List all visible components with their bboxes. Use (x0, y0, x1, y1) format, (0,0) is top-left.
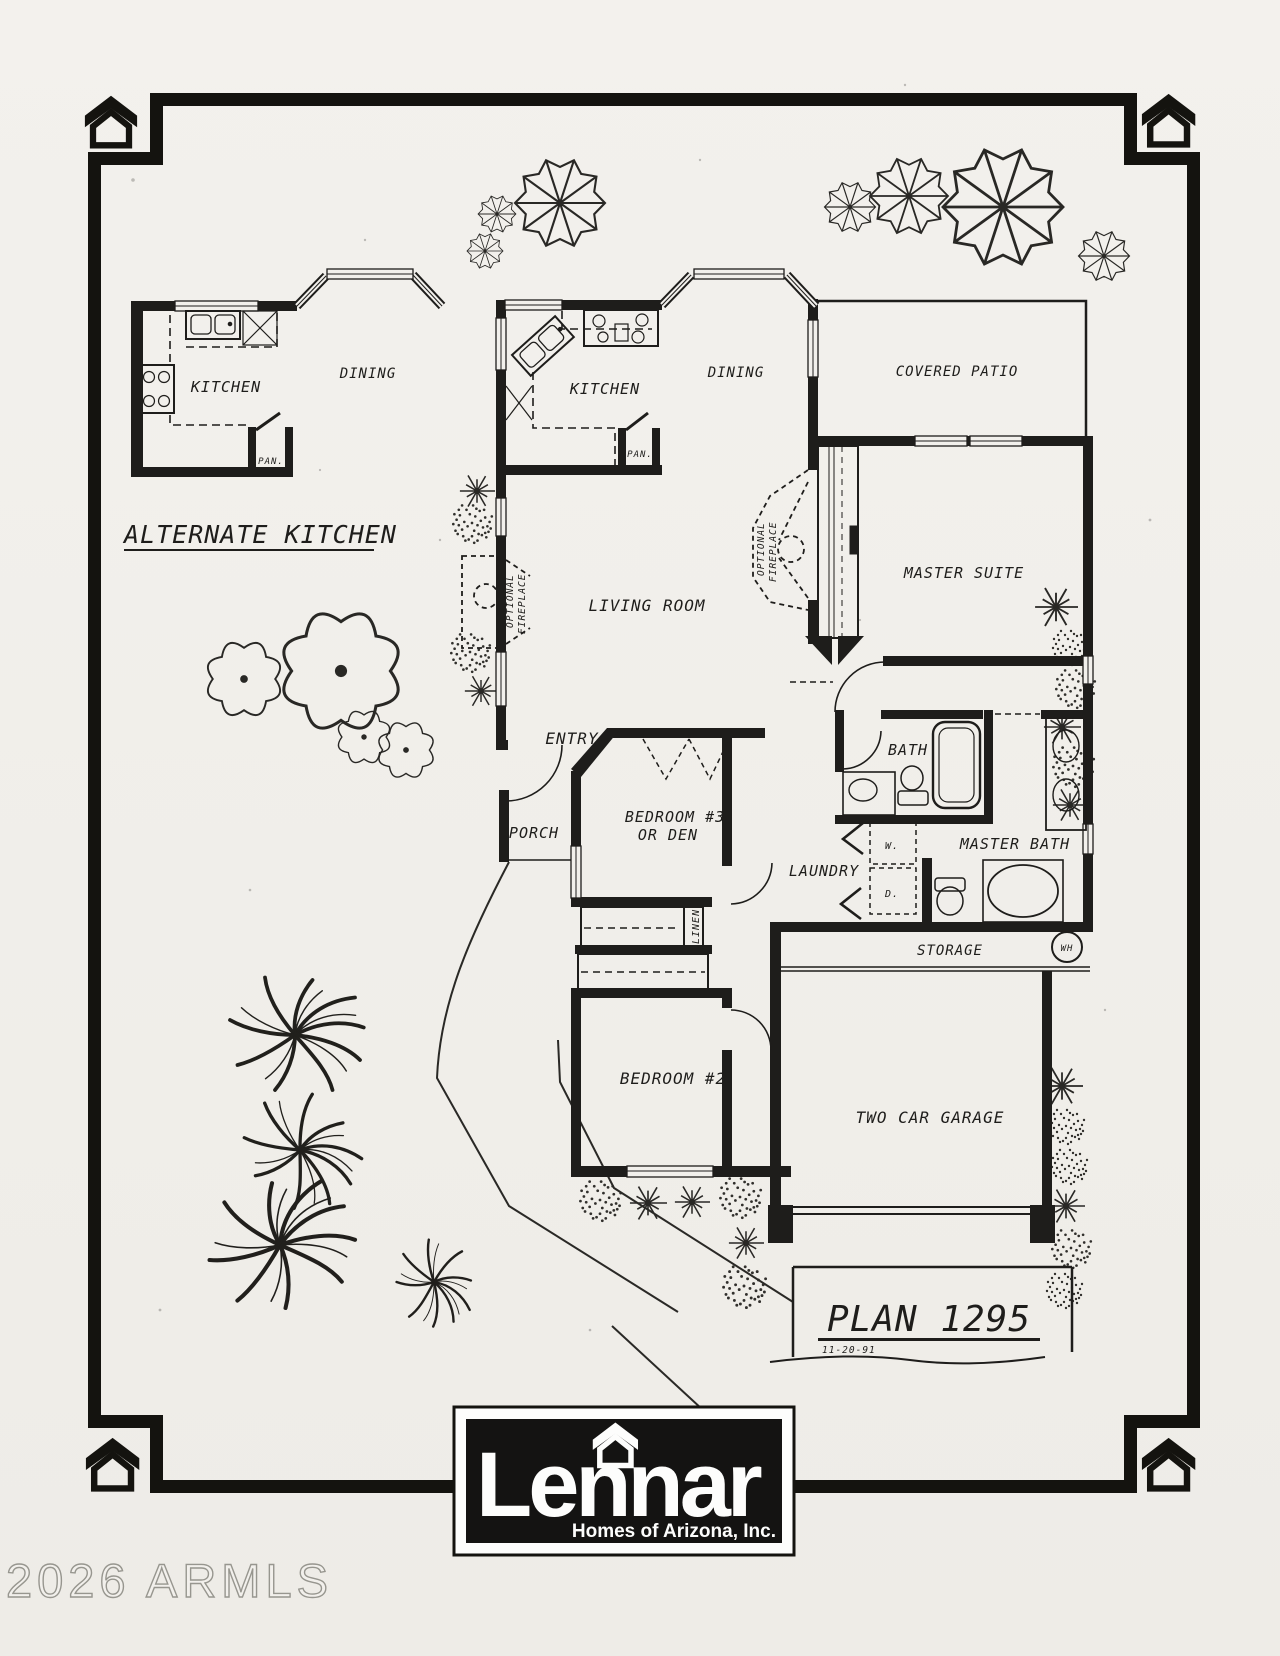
plan-number-underline (818, 1338, 1040, 1341)
logo-brand-text: Lennar (476, 1434, 762, 1536)
bedroom2-label: BEDROOM #2 (620, 1069, 726, 1088)
linen-label: LINEN (691, 909, 702, 944)
entry-label: ENTRY (545, 729, 599, 748)
bay-window (293, 271, 820, 310)
watermark-text: 2026 ARMLS (6, 1554, 333, 1607)
bath-label: BATH (888, 741, 928, 759)
covered-patio-outline (814, 299, 1088, 436)
covered-patio-label: COVERED PATIO (896, 364, 1019, 380)
washer-label: W. (885, 841, 899, 852)
plan-title-block: PLAN 1295 11-20-91 (769, 1265, 1074, 1365)
bifold-arrow-icon (838, 821, 864, 921)
laundry-fixtures (838, 821, 1083, 963)
dryer-label: D. (884, 889, 899, 900)
dishwasher-hatch (242, 310, 533, 421)
door-arc (255, 411, 886, 1051)
washer-box (869, 821, 917, 865)
bath-fixtures (842, 717, 1087, 923)
optional-fireplace-left-line1: OPTIONAL (505, 574, 516, 628)
window (174, 268, 1094, 1178)
master-suite-label: MASTER SUITE (903, 564, 1024, 582)
water-heater-circle (1051, 931, 1083, 963)
pantry-label: PAN. (627, 450, 653, 460)
alt-pantry-label: PAN. (258, 457, 284, 467)
logo-subtitle: Homes of Arizona, Inc. (572, 1521, 776, 1542)
kitchen-label: KITCHEN (569, 380, 640, 398)
plan-date: 11-20-91 (822, 1345, 876, 1356)
optional-fireplace-left-line2: FIREPLACE (517, 574, 528, 634)
bifold-closet-doors (642, 738, 730, 781)
optional-fireplace-right-line1: OPTIONAL (756, 522, 767, 576)
bedroom3-label-line2: OR DEN (638, 826, 698, 844)
thin-structure-lines (499, 445, 1090, 1215)
master-bath-label: MASTER BATH (959, 835, 1070, 853)
bedroom3-label-line1: BEDROOM #3 (625, 808, 725, 826)
optional-fireplace (461, 469, 809, 649)
plan-number: PLAN 1295 (827, 1299, 1031, 1340)
optional-fireplace-right-line2: FIREPLACE (768, 522, 779, 582)
alternate-kitchen-title: ALTERNATE KITCHEN (122, 520, 397, 549)
porch-label: PORCH (509, 824, 559, 842)
builder-logo: Lennar Homes of Arizona, Inc. (452, 1405, 796, 1557)
scan-noise (131, 83, 1152, 1332)
laundry-label: LAUNDRY (789, 862, 859, 880)
room-labels: KITCHEN DINING PAN. ALTERNATE KITCHEN KI… (122, 364, 1074, 1127)
kitchen-fixtures (137, 309, 659, 414)
walkway-lines (435, 861, 794, 1411)
alt-dining-label: DINING (339, 366, 397, 382)
dining-label: DINING (707, 365, 765, 381)
water-heater-label: WH (1061, 944, 1074, 954)
garage-label: TWO CAR GARAGE (856, 1108, 1005, 1127)
living-room-label: LIVING ROOM (589, 596, 706, 615)
storage-label: STORAGE (917, 943, 983, 959)
dryer-box (869, 867, 917, 915)
alt-kitchen-label: KITCHEN (190, 378, 261, 396)
